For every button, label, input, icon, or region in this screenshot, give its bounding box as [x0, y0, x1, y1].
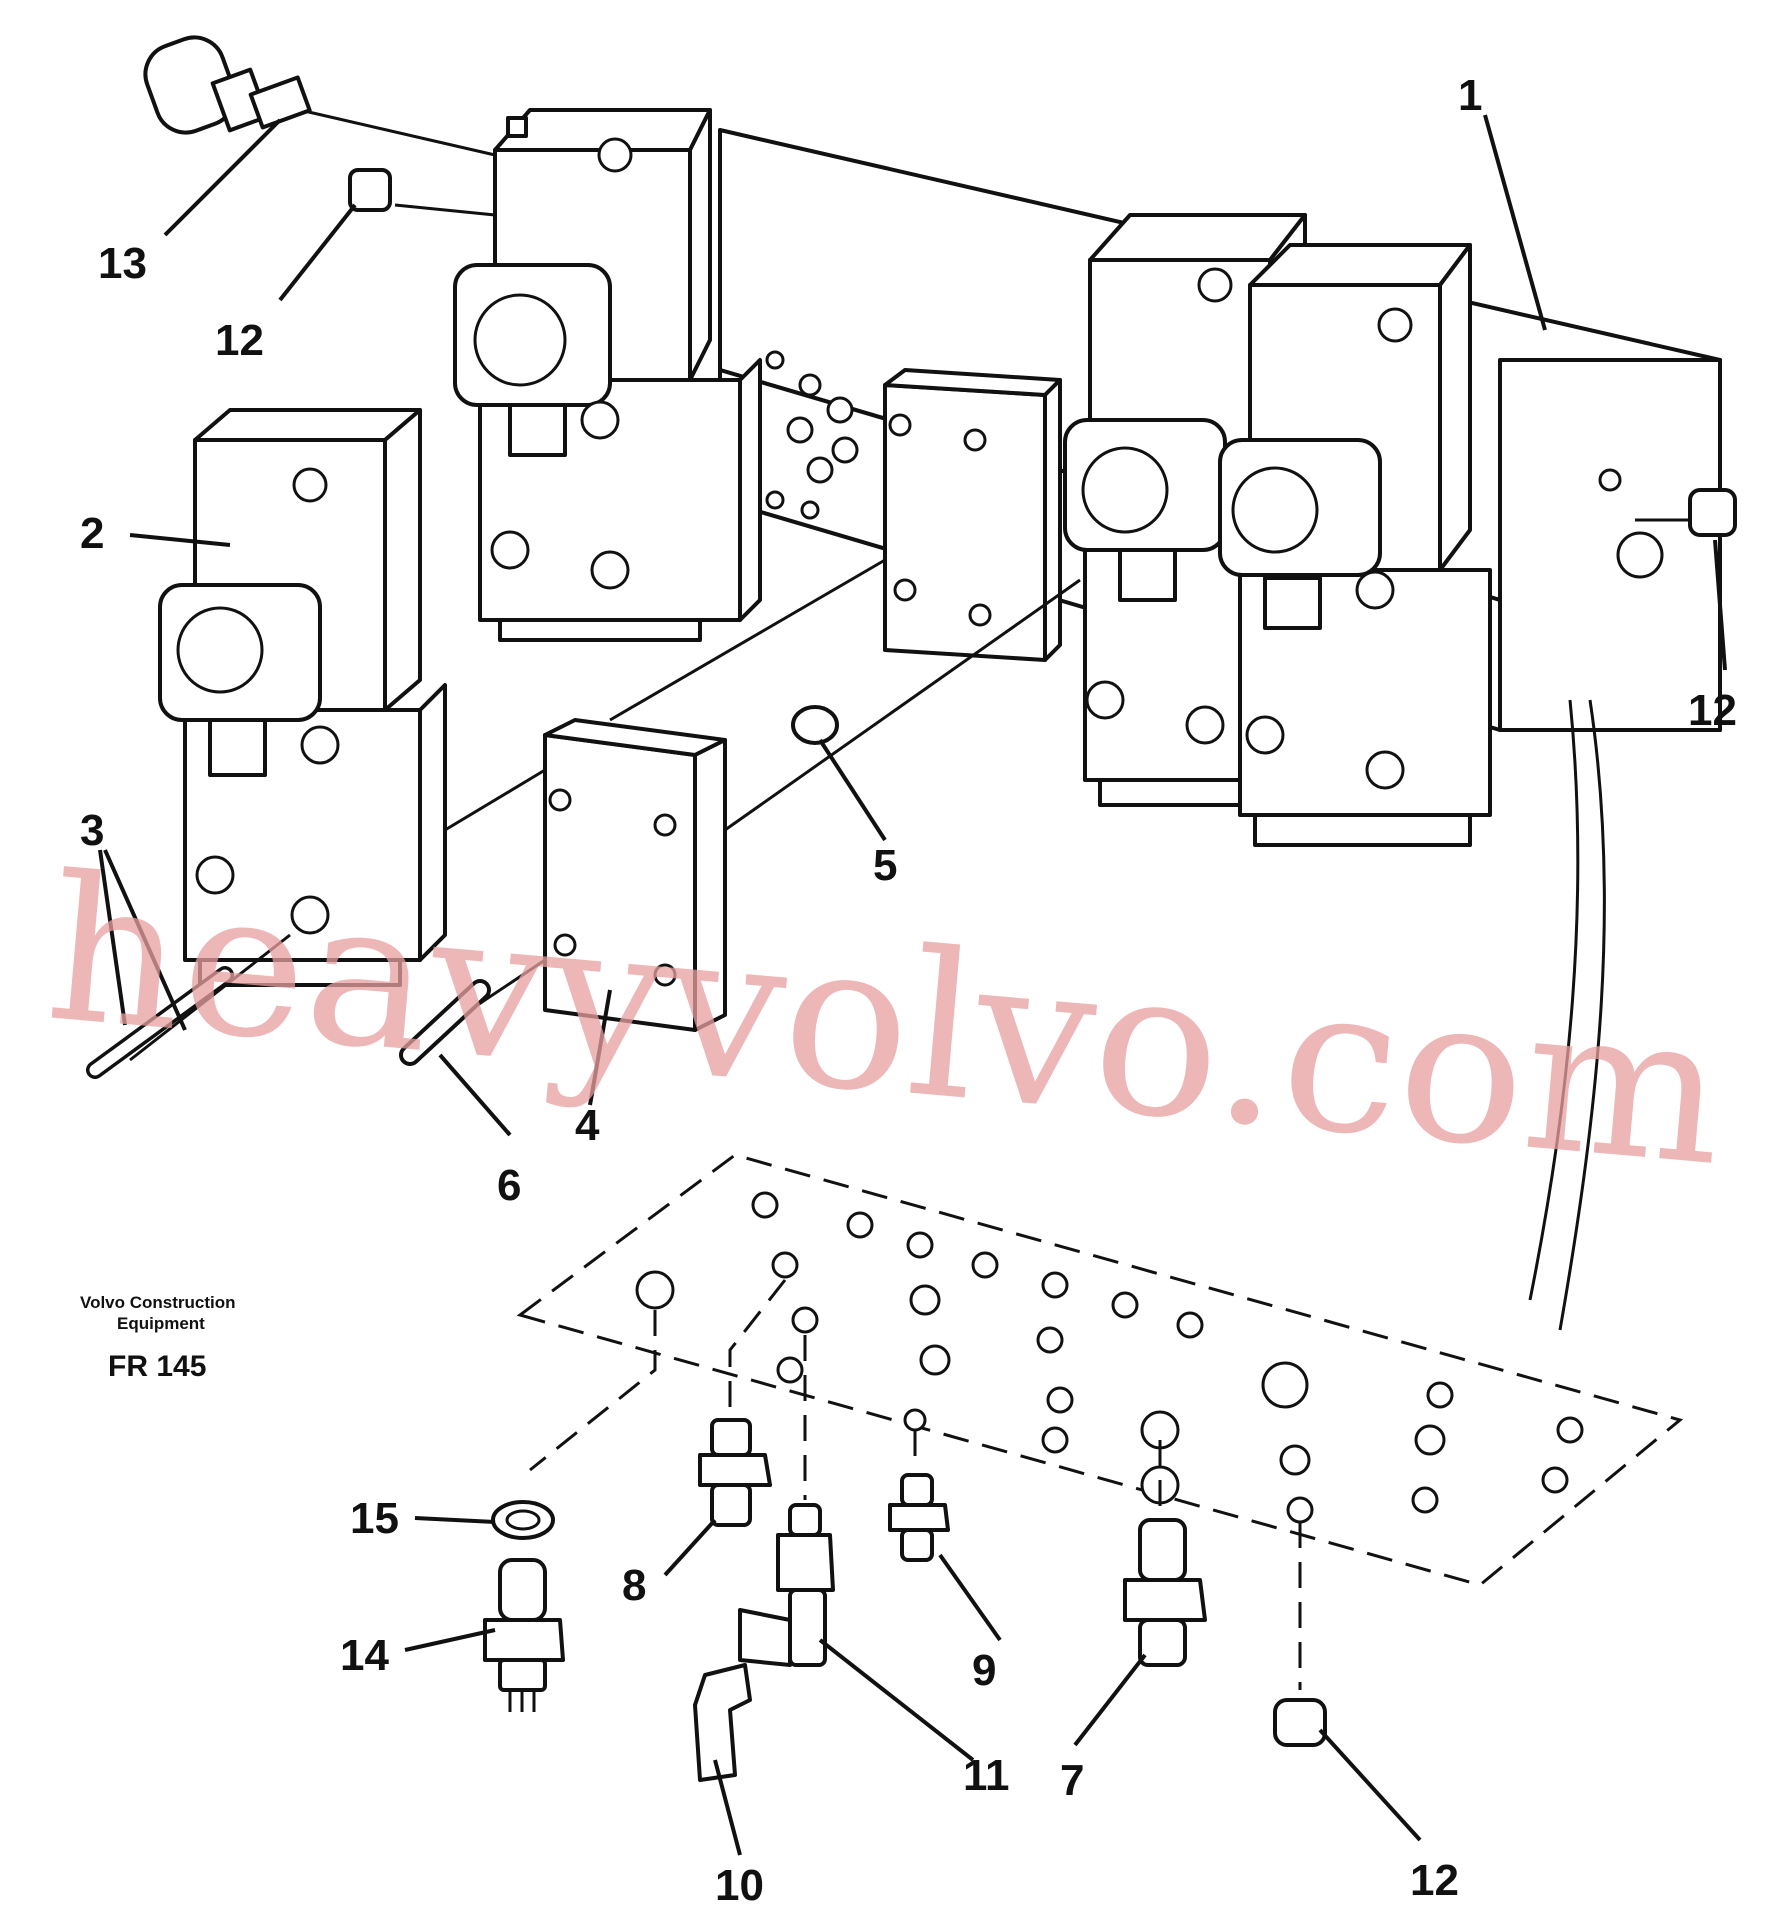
screw-part-6 — [399, 979, 491, 1066]
callout-12-right: 12 — [1688, 686, 1737, 735]
caption-company-line2: Equipment — [117, 1314, 205, 1333]
fitting-part-8 — [698, 1418, 772, 1527]
cover-plate-part-4 — [543, 718, 727, 1032]
leader-lines — [98, 114, 1727, 1856]
caption-code: FR 145 — [108, 1350, 206, 1383]
callout-3: 3 — [80, 806, 104, 855]
callout-9: 9 — [972, 1646, 996, 1695]
callout-15: 15 — [350, 1494, 399, 1543]
plug-part-12-bottom — [1273, 1698, 1327, 1747]
callout-13: 13 — [98, 239, 147, 288]
callout-12-bottom: 12 — [1410, 1856, 1459, 1905]
callout-11: 11 — [963, 1751, 1010, 1800]
base-plate-outline — [516, 1153, 1684, 1587]
plug-part-13 — [143, 35, 312, 135]
callout-12-top: 12 — [215, 316, 264, 365]
tee-fitting-part-11 — [738, 1503, 835, 1667]
callout-14: 14 — [340, 1631, 389, 1680]
solenoid-valve-c — [1218, 243, 1492, 847]
callout-8: 8 — [622, 1561, 646, 1610]
screw-part-3 — [86, 966, 234, 1079]
solenoid-valve-part-2 — [158, 408, 447, 987]
plug-part-12-top — [348, 168, 392, 212]
fitting-drop-lines — [529, 1279, 1302, 1690]
callout-6: 6 — [497, 1161, 521, 1210]
callout-10: 10 — [715, 1861, 764, 1908]
callout-4: 4 — [575, 1101, 600, 1150]
elbow-part-10 — [693, 1663, 752, 1782]
caption-company-line1: Volvo Construction — [80, 1293, 236, 1312]
assembly-lines — [129, 108, 1720, 1331]
callout-7: 7 — [1060, 1756, 1084, 1805]
washer-part-15 — [491, 1500, 555, 1540]
callout-5: 5 — [873, 841, 897, 890]
pressure-switch-part-14 — [483, 1558, 565, 1712]
o-ring-part-5 — [791, 705, 839, 745]
callout-1: 1 — [1458, 71, 1482, 120]
solenoid-valve-a — [453, 108, 762, 642]
fitting-part-9 — [888, 1473, 950, 1562]
plug-part-12-right — [1688, 488, 1737, 537]
fitting-part-7 — [1123, 1518, 1207, 1667]
cover-plate-mounted — [883, 368, 1062, 662]
callout-2: 2 — [80, 509, 104, 558]
